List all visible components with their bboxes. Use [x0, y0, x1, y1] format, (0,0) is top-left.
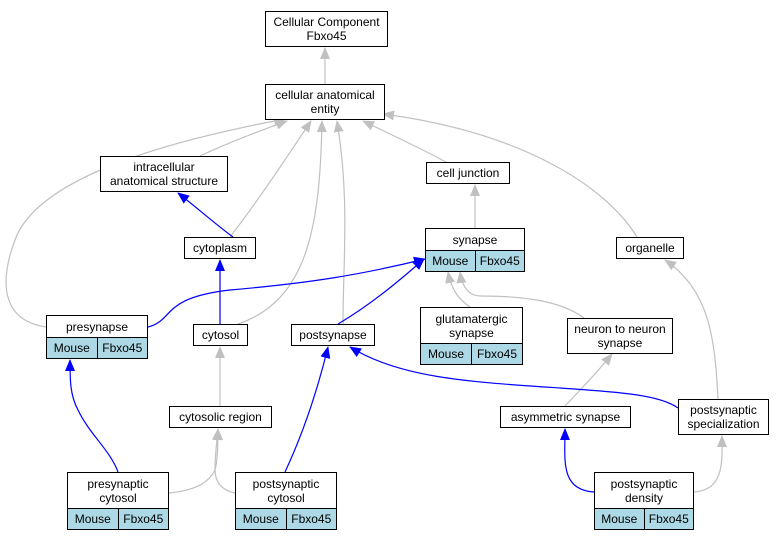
- annotation-organism: Mouse: [53, 341, 90, 355]
- annotation-gene: Fbxo45: [474, 251, 525, 271]
- edge-is-a-asym-to-n2n: [564, 353, 613, 407]
- annotation-gene: Fbxo45: [471, 344, 522, 364]
- node-label: Cellular Component Fbxo45: [273, 15, 380, 43]
- edge-is-a-n2n-to-synapse: [456, 271, 585, 319]
- node-label: postsynaptic specialization: [687, 403, 760, 431]
- edge-is-a-precyt-to-cytreg: [168, 428, 223, 494]
- node-neuron-to-neuron-synapse[interactable]: neuron to neuron synapse: [567, 318, 673, 354]
- node-asymmetric-synapse[interactable]: asymmetric synapse: [500, 406, 631, 428]
- node-label: postsynaptic density: [610, 476, 678, 505]
- node-label: cytosolic region: [179, 410, 262, 424]
- node-label: cytoplasm: [192, 241, 248, 255]
- edge-is-a-organelle-to-cae: [382, 110, 638, 238]
- node-label: postsynaptic cytosol: [252, 476, 320, 505]
- edge-part-of-postsynapse-to-synapse: [337, 258, 425, 325]
- node-postsynaptic-specialization[interactable]: postsynaptic specialization: [678, 399, 769, 435]
- edge-is-a-postcyt-to-cytreg: [212, 428, 236, 494]
- annotation-organism: Mouse: [74, 512, 111, 526]
- node-label: intracellular anatomical structure: [109, 160, 219, 188]
- edge-part-of-psd-to-asym: [559, 428, 595, 493]
- node-postsynaptic-cytosol[interactable]: postsynaptic cytosol Mouse Fbxo45: [235, 472, 337, 530]
- node-cytoplasm[interactable]: cytoplasm: [184, 237, 256, 259]
- node-label: presynaptic cytosol: [87, 476, 149, 505]
- node-cytosol[interactable]: cytosol: [193, 324, 248, 346]
- annotation-row: Mouse Fbxo45: [236, 508, 336, 529]
- annotation-row: Mouse Fbxo45: [68, 508, 168, 529]
- node-label: glutamatergic synapse: [435, 311, 508, 340]
- node-label: cytosol: [201, 328, 240, 342]
- node-postsynaptic-density[interactable]: postsynaptic density Mouse Fbxo45: [594, 472, 694, 530]
- node-presynaptic-cytosol[interactable]: presynaptic cytosol Mouse Fbxo45: [67, 472, 169, 530]
- node-cellular-component[interactable]: Cellular Component Fbxo45: [265, 11, 388, 47]
- node-label: presynapse: [65, 319, 129, 334]
- edge-is-a-presynapse-to-cae: [5, 116, 286, 328]
- edge-is-a-cytosol-to-cae: [237, 120, 327, 325]
- edge-is-a-cytoplasm-to-cae: [229, 120, 312, 238]
- edge-is-a-cj-to-cae: [362, 120, 447, 163]
- node-glutamatergic-synapse[interactable]: glutamatergic synapse Mouse Fbxo45: [420, 307, 523, 365]
- annotation-gene: Fbxo45: [285, 509, 337, 529]
- node-postsynapse[interactable]: postsynapse: [291, 324, 375, 346]
- annotation-row: Mouse Fbxo45: [595, 508, 693, 529]
- node-cellular-anatomical-entity[interactable]: cellular anatomical entity: [265, 84, 385, 120]
- node-organelle[interactable]: organelle: [616, 237, 684, 259]
- node-synapse[interactable]: synapse Mouse Fbxo45: [425, 228, 525, 272]
- node-label: neuron to neuron synapse: [574, 322, 666, 350]
- edge-part-of-pss-to-postsynapse: [349, 346, 679, 409]
- annotation-row: Mouse Fbxo45: [421, 343, 522, 364]
- annotation-gene: Fbxo45: [643, 509, 694, 529]
- edge-part-of-precyt-to-presynapse: [65, 359, 119, 473]
- annotation-gene: Fbxo45: [96, 338, 148, 358]
- edge-is-a-pss-to-organelle: [664, 259, 719, 400]
- node-label: cellular anatomical entity: [275, 88, 375, 116]
- edge-part-of-presynapse-to-synapse: [147, 256, 426, 328]
- edge-part-of-postcyt-to-postsynapse: [284, 346, 331, 473]
- node-label: synapse: [452, 232, 498, 247]
- annotation-organism: Mouse: [601, 512, 638, 526]
- annotation-row: Mouse Fbxo45: [426, 250, 524, 271]
- node-label: postsynapse: [299, 328, 367, 342]
- annotation-organism: Mouse: [432, 254, 469, 268]
- edge-is-a-postsynapse-to-cae: [333, 120, 346, 325]
- node-intracellular-anatomical-structure[interactable]: intracellular anatomical structure: [100, 156, 228, 192]
- annotation-row: Mouse Fbxo45: [47, 337, 147, 358]
- edge-is-a-ias-to-cae: [199, 120, 288, 157]
- edge-is-a-glut-to-synapse: [445, 271, 471, 308]
- annotation-organism: Mouse: [427, 347, 465, 361]
- node-label: asymmetric synapse: [510, 410, 621, 424]
- node-label: cell junction: [436, 166, 500, 180]
- edge-is-a-psd-to-pss: [693, 435, 728, 493]
- node-cell-junction[interactable]: cell junction: [426, 162, 510, 184]
- node-cytosolic-region[interactable]: cytosolic region: [169, 406, 272, 428]
- annotation-gene: Fbxo45: [117, 509, 169, 529]
- annotation-organism: Mouse: [242, 512, 279, 526]
- node-presynapse[interactable]: presynapse Mouse Fbxo45: [46, 315, 148, 359]
- edge-part-of-cytoplasm-to-ias: [177, 192, 234, 238]
- node-label: organelle: [625, 241, 675, 255]
